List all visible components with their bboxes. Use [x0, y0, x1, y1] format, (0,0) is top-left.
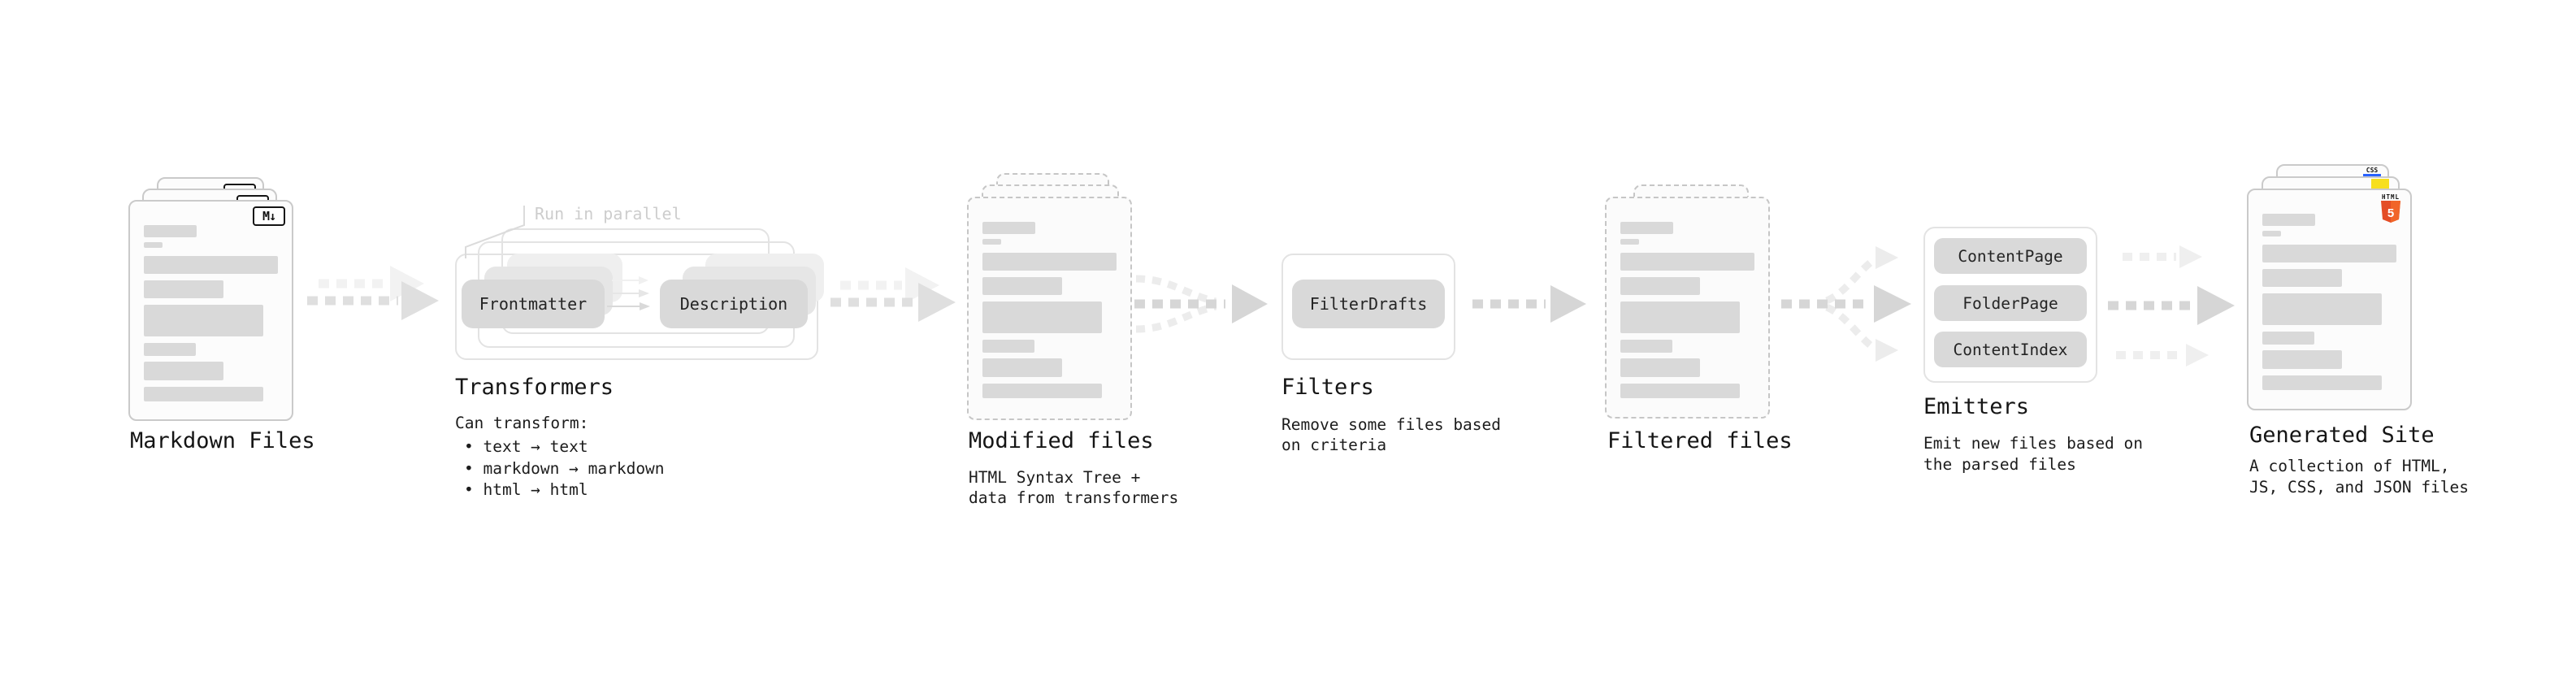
- text-placeholder-bar: [2262, 350, 2342, 369]
- text-placeholder-bar: [144, 305, 263, 336]
- bullet-item: • markdown → markdown: [464, 458, 665, 478]
- arrow-transformers-to-modified: [830, 267, 956, 322]
- text-placeholder-bar: [1620, 253, 1754, 271]
- text-placeholder-bar: [982, 253, 1117, 271]
- text-placeholder-bar: [1620, 301, 1740, 333]
- arrow-markdown-to-transformers: [307, 266, 439, 320]
- text-placeholder-bar: [2262, 375, 2382, 390]
- file-card: M↓: [128, 200, 293, 421]
- text-placeholder-bar: [144, 280, 223, 298]
- text-placeholder-bar: [144, 242, 163, 248]
- bullet-item: • html → html: [464, 480, 588, 499]
- text-placeholder-bar: [982, 277, 1062, 295]
- emitter-pill-contentpage: ContentPage: [1934, 238, 2087, 274]
- html5-wordmark: HTML: [2381, 193, 2400, 201]
- generated-site-caption: A collection of HTML,: [2249, 457, 2450, 475]
- text-placeholder-bar: [982, 239, 1001, 245]
- file-card-dashed: [967, 197, 1132, 420]
- text-placeholder-bar: [1620, 384, 1740, 398]
- text-placeholder-bar: [1620, 239, 1639, 245]
- text-placeholder-bar: [2262, 214, 2315, 226]
- generated-site-caption: JS, CSS, and JSON files: [2249, 478, 2470, 497]
- html5-icon: HTML 5: [2379, 193, 2402, 223]
- text-placeholder-bar: [144, 225, 197, 237]
- text-placeholder-bar: [1620, 277, 1700, 295]
- stage-title-modified-files: Modified files: [969, 428, 1154, 453]
- transformer-layer-box: [455, 254, 818, 360]
- emitter-pill-contentindex: ContentIndex: [1934, 332, 2087, 367]
- filters-caption: on criteria: [1281, 436, 1387, 454]
- text-placeholder-bar: [982, 340, 1034, 353]
- modified-files-caption: HTML Syntax Tree +: [969, 468, 1141, 487]
- text-placeholder-bar: [2262, 269, 2342, 287]
- text-placeholder-bar: [2262, 245, 2396, 262]
- stage-title-generated-site: Generated Site: [2249, 423, 2435, 448]
- emitters-caption: the parsed files: [1923, 455, 2076, 474]
- text-placeholder-bar: [2262, 293, 2382, 325]
- arrow-modified-to-filters: [1134, 275, 1268, 333]
- css-icon: CSS: [2363, 167, 2381, 176]
- description-pill: Description: [660, 280, 808, 328]
- bullet-item: • text → text: [464, 437, 588, 456]
- text-placeholder-bar: [982, 222, 1035, 234]
- filterdrafts-pill: FilterDrafts: [1292, 280, 1445, 328]
- stage-title-emitters: Emitters: [1923, 394, 2030, 419]
- text-placeholder-bar: [982, 301, 1102, 333]
- transformers-bullet-list: • text → text • markdown → markdown • ht…: [464, 436, 665, 501]
- text-placeholder-bar: [1620, 222, 1673, 234]
- transformers-subtitle: Can transform:: [455, 414, 589, 432]
- text-placeholder-bar: [2262, 332, 2314, 345]
- run-in-parallel-annotation: Run in parallel: [535, 204, 682, 223]
- emitter-pill-folderpage: FolderPage: [1934, 285, 2087, 321]
- emitters-caption: Emit new files based on: [1923, 434, 2144, 453]
- html5-five-glyph: 5: [2387, 206, 2394, 220]
- text-placeholder-bar: [144, 387, 263, 401]
- text-placeholder-bar: [1620, 340, 1672, 353]
- file-card-dashed: [1605, 197, 1770, 419]
- text-placeholder-bar: [982, 384, 1102, 398]
- text-placeholder-bar: [1620, 358, 1700, 377]
- stage-title-filtered-files: Filtered files: [1607, 428, 1793, 453]
- text-placeholder-bar: [982, 358, 1062, 377]
- stage-title-filters: Filters: [1281, 375, 1374, 400]
- arrow-filters-to-filtered: [1472, 285, 1586, 323]
- modified-files-caption: data from transformers: [969, 488, 1179, 507]
- markdown-icon: M↓: [253, 206, 285, 226]
- stage-title-transformers: Transformers: [455, 375, 614, 400]
- js-icon: [2371, 179, 2389, 190]
- frontmatter-pill: Frontmatter: [462, 280, 605, 328]
- text-placeholder-bar: [144, 343, 196, 356]
- arrow-filtered-to-emitters: [1781, 246, 1911, 362]
- text-placeholder-bar: [144, 362, 223, 380]
- filters-caption: Remove some files based: [1281, 415, 1502, 434]
- stage-title-markdown-files: Markdown Files: [130, 428, 315, 453]
- text-placeholder-bar: [2262, 231, 2281, 236]
- text-placeholder-bar: [144, 256, 278, 274]
- arrow-emitters-to-generated: [2108, 245, 2235, 367]
- file-card: HTML 5: [2247, 189, 2412, 410]
